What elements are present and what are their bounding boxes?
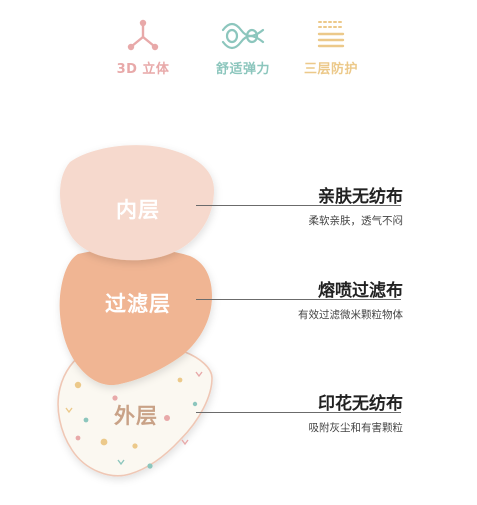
filter-layer-label: 过滤层 — [105, 292, 171, 316]
feature-elastic-label: 舒适弹力 — [215, 62, 270, 77]
feature-elastic: 舒适弹力 — [188, 18, 298, 77]
wave-chain-icon — [221, 22, 265, 50]
feature-3d-label: 3D 立体 — [116, 62, 170, 77]
filter-layer-shape — [59, 248, 213, 386]
inner-layer-shape — [60, 145, 214, 261]
inner-layer-label: 内层 — [116, 198, 160, 222]
feature-layers: 三层防护 — [276, 18, 386, 77]
layered-lines-icon — [317, 21, 345, 48]
outer-layer-label: 外层 — [114, 404, 158, 428]
inner-layer-title: 亲肤无纺布 — [318, 187, 403, 207]
filter-layer-leader — [196, 299, 401, 300]
filter-layer-title: 熔喷过滤布 — [318, 281, 403, 301]
inner-layer-leader — [196, 205, 401, 206]
tri-node-icon — [127, 19, 159, 51]
feature-3d: 3D 立体 — [88, 18, 198, 77]
outer-layer-desc: 吸附灰尘和有害颗粒 — [308, 422, 404, 434]
filter-layer-desc: 有效过滤微米颗粒物体 — [298, 309, 403, 321]
outer-layer-leader — [196, 412, 401, 413]
inner-layer-desc: 柔软亲肤，透气不闷 — [308, 215, 404, 227]
feature-layers-label: 三层防护 — [303, 62, 358, 77]
outer-layer-title: 印花无纺布 — [318, 394, 403, 414]
